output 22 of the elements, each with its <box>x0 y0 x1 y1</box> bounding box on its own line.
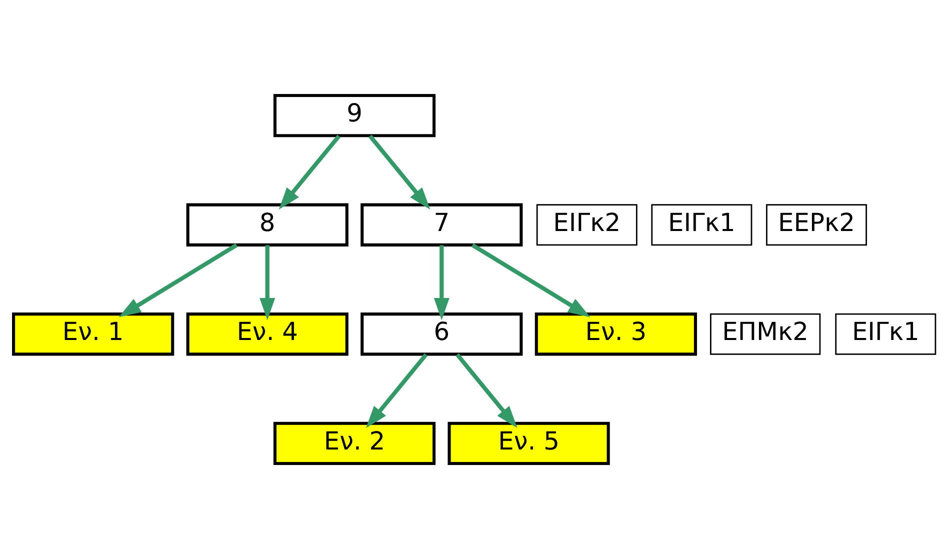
arrow <box>278 134 341 210</box>
node-box: 7 <box>360 203 523 246</box>
arrow <box>434 245 450 320</box>
arrow <box>471 243 590 318</box>
arrow <box>366 353 428 428</box>
arrow <box>260 245 276 320</box>
node-box: Εν. 2 <box>273 422 436 465</box>
node-box: 6 <box>360 312 523 356</box>
arrow <box>368 134 430 210</box>
node-box: Εν. 5 <box>448 422 610 465</box>
node-box: Εν. 3 <box>534 312 697 356</box>
node-box: ΕΙΓκ1 <box>835 313 936 355</box>
node-box: 8 <box>186 203 348 246</box>
node-box: ΕΕΡκ2 <box>766 204 867 246</box>
arrow <box>456 353 518 428</box>
node-box: 9 <box>273 94 436 138</box>
node-box: Εν. 4 <box>186 312 348 356</box>
node-box: ΕΠΜκ2 <box>710 313 821 355</box>
node-box: ΕΙΓκ1 <box>651 204 752 246</box>
node-box: ΕΙΓκ2 <box>536 204 638 246</box>
node-box: Εν. 1 <box>12 312 174 356</box>
arrow <box>118 243 238 318</box>
